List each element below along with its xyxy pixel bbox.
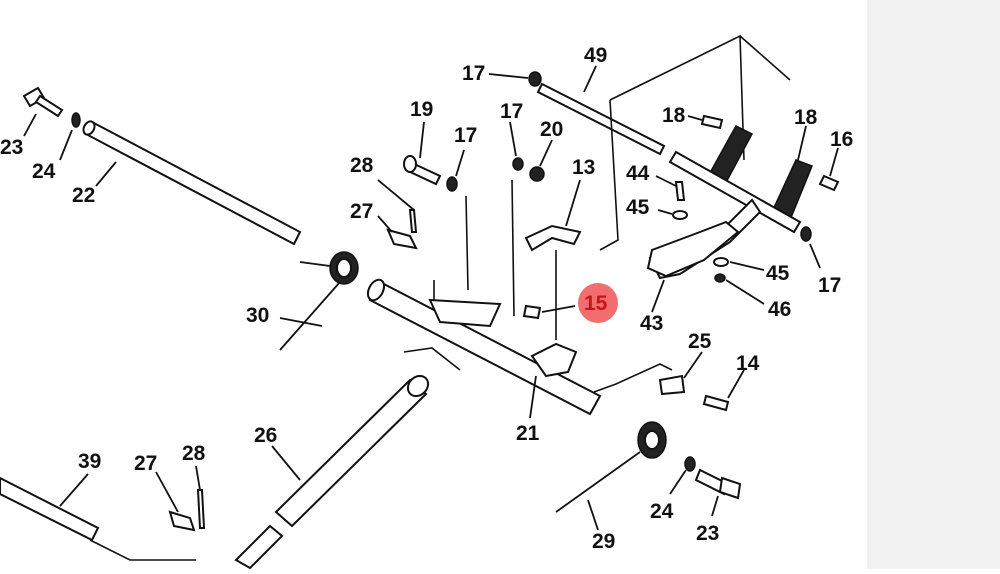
callout-16: 16 [830, 128, 853, 151]
callout-45: 45 [626, 196, 650, 219]
part-17-nut-top [528, 71, 542, 87]
callout-45: 45 [766, 262, 790, 285]
part-16-pin [818, 174, 840, 192]
part-24-washer [71, 112, 81, 128]
part-27-bushing [386, 228, 418, 250]
part-18-pin [700, 114, 724, 130]
callout-labels: 17 49 18 18 16 19 17 17 20 13 44 45 28 2… [0, 44, 853, 553]
part-23-bolt-lower [694, 468, 742, 500]
guide-line-right [593, 363, 673, 393]
callout-44: 44 [626, 162, 650, 185]
callout-49: 49 [584, 44, 607, 67]
callout-19: 19 [410, 98, 433, 121]
part-29-spring [555, 421, 667, 513]
part-39-shaft [0, 476, 100, 542]
callout-24: 24 [650, 500, 674, 523]
main-cross-tube [366, 278, 602, 416]
callout-23: 23 [0, 136, 23, 159]
callout-22: 22 [72, 184, 95, 207]
part-44-bolt [674, 181, 686, 201]
callout-17: 17 [462, 62, 485, 85]
callout-27: 27 [350, 200, 373, 223]
part-46-nut [714, 273, 726, 283]
callout-17: 17 [818, 274, 841, 297]
callout-29: 29 [592, 530, 615, 553]
callout-28: 28 [350, 154, 374, 177]
callout-14: 14 [736, 352, 760, 375]
part-30-spring [279, 251, 359, 351]
highlight-marker [578, 283, 618, 323]
callout-18: 18 [662, 104, 686, 127]
callout-27: 27 [134, 452, 157, 475]
part-28-pin [408, 209, 418, 233]
part-43-arm [646, 220, 740, 278]
callout-21: 21 [516, 422, 540, 445]
callout-17: 17 [454, 124, 477, 147]
callout-13: 13 [572, 156, 595, 179]
part-26-tube [234, 374, 430, 570]
callout-46: 46 [768, 298, 791, 321]
callout-43: 43 [640, 312, 663, 335]
part-13-bracket [524, 224, 582, 252]
callout-24: 24 [32, 160, 56, 183]
callout-39: 39 [78, 450, 101, 473]
callout-20: 20 [540, 118, 563, 141]
part-21-bracket [530, 342, 578, 378]
part-24-washer-lower [684, 456, 696, 472]
part-23-bolt [22, 86, 64, 118]
part-49-pin [536, 82, 666, 156]
callout-26: 26 [254, 424, 277, 447]
callout-15-highlighted: 15 [584, 292, 608, 315]
part-22-shaft [82, 120, 302, 246]
callout-30: 30 [246, 304, 269, 327]
part-45-washer-bottom [713, 257, 729, 267]
part-14-bolt [702, 394, 730, 412]
part-17-washer-mid [446, 176, 458, 192]
part-19-bolt-head [403, 155, 417, 173]
part-20-nut [529, 166, 545, 182]
callout-28: 28 [182, 442, 206, 465]
part-15-clip [522, 304, 542, 320]
lower-frame-line [89, 539, 196, 561]
part-25-plate [658, 374, 686, 396]
callout-leaders [23, 65, 839, 531]
part-17-washer-right [800, 226, 812, 242]
assembly-guide-lines [599, 34, 791, 251]
part-45-washer-top [672, 210, 688, 220]
right-page-margin [868, 0, 1000, 569]
callout-25: 25 [688, 330, 712, 353]
callout-17: 17 [500, 100, 523, 123]
part-17-nut-mid [512, 157, 524, 171]
callout-18: 18 [794, 106, 818, 129]
part-27-bushing-lower [168, 510, 196, 532]
part-28-pin-lower [196, 489, 206, 529]
guide-line-left [403, 347, 461, 371]
callout-23: 23 [696, 522, 719, 545]
